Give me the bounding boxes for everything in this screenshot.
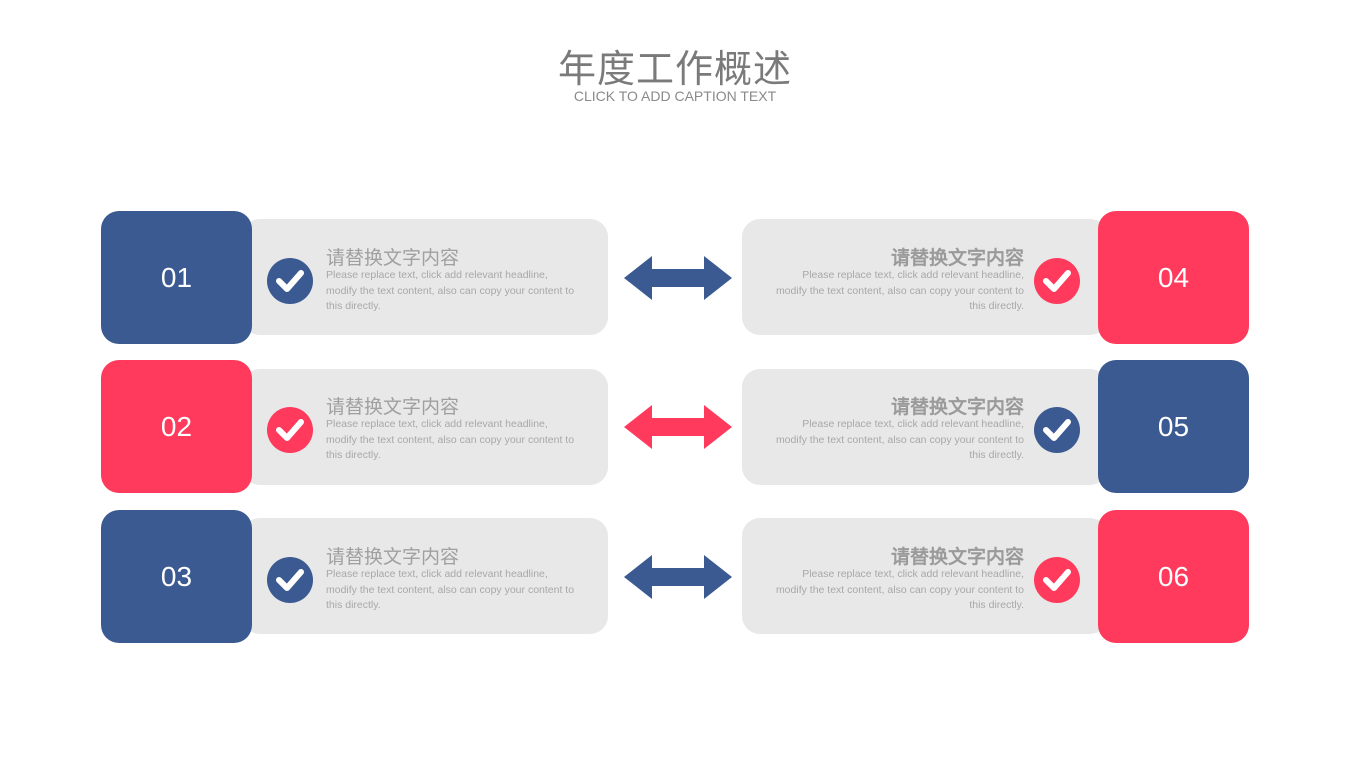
double-arrow-icon [624,256,732,300]
check-circle-icon [267,258,313,304]
item-title: 请替换文字内容 [326,247,460,269]
double-arrow-icon [624,555,732,599]
item-description: Please replace text, click add relevant … [775,418,1024,461]
item-title: 请替换文字内容 [326,396,460,418]
check-circle-icon [1034,407,1080,453]
number-badge: 04 [1098,211,1249,344]
check-circle-icon [1034,258,1080,304]
page-title: 年度工作概述 [557,47,792,91]
number-badge: 06 [1098,510,1249,643]
number-badge: 02 [101,360,252,493]
number-badge: 01 [101,211,252,344]
number-badge: 03 [101,510,252,643]
item-description: Please replace text, click add relevant … [775,269,1024,312]
check-circle-icon [1034,557,1080,603]
item-description: Please replace text, click add relevant … [775,568,1024,611]
item-description: Please replace text, click add relevant … [326,418,575,461]
item-title: 请替换文字内容 [890,546,1024,568]
item-description: Please replace text, click add relevant … [326,269,575,312]
check-circle-icon [267,407,313,453]
item-title: 请替换文字内容 [326,546,460,568]
check-circle-icon [267,557,313,603]
number-badge: 05 [1098,360,1249,493]
page-subtitle: CLICK TO ADD CAPTION TEXT [573,88,777,104]
double-arrow-icon [624,405,732,449]
item-title: 请替换文字内容 [890,396,1024,418]
item-description: Please replace text, click add relevant … [326,568,575,611]
item-title: 请替换文字内容 [890,247,1024,269]
